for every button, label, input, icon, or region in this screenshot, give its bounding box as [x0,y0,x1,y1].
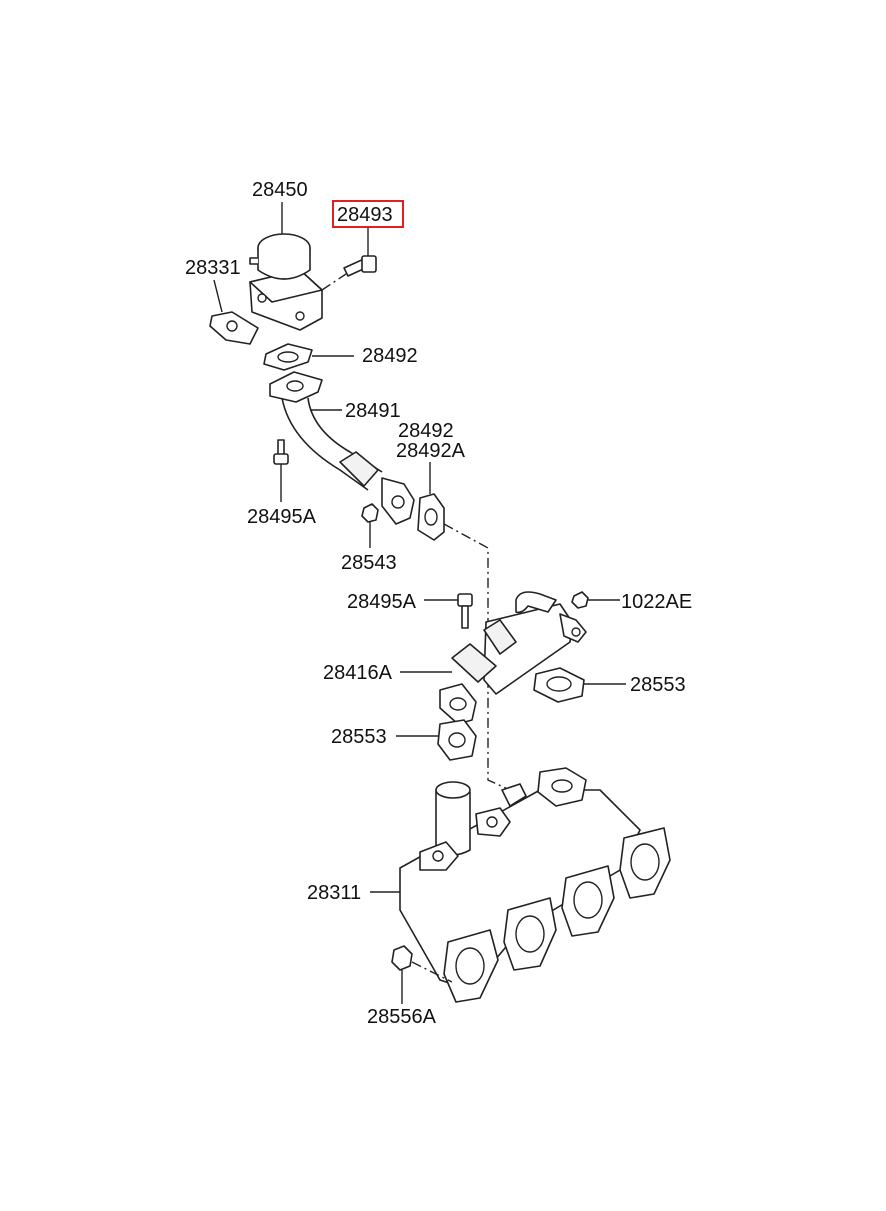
bolt-28493[interactable] [343,255,377,277]
exhaust-manifold-28311[interactable] [399,767,671,1003]
label-28491: 28491 [345,400,401,422]
highlight-box-28493 [332,200,404,228]
label-28553-right: 28553 [630,674,686,696]
label-28493[interactable]: 28493 [337,204,393,226]
gasket-28331[interactable] [209,311,259,345]
label-28495A-mid: 28495A [347,591,417,613]
gasket-28492-top[interactable] [263,343,313,371]
label-28492-mid: 28492 [398,420,454,442]
label-28311: 28311 [307,882,361,904]
gasket-28553-left[interactable] [437,719,477,761]
label-1022AE: 1022AE [621,591,692,613]
bolt-28495A-left[interactable] [273,439,289,465]
label-28450: 28450 [252,179,308,201]
nut-28556A[interactable] [391,945,413,971]
label-28556A: 28556A [367,1006,437,1028]
egr-valve-28450[interactable] [249,233,323,331]
label-28492-top: 28492 [362,345,418,367]
label-28492A: 28492A [396,440,466,462]
label-28331: 28331 [185,257,241,279]
egr-pipe-28491[interactable] [269,371,415,525]
gasket-28553-right[interactable] [533,667,585,703]
label-28553-left: 28553 [331,726,387,748]
label-28416A: 28416A [323,662,393,684]
gasket-28492-28492A[interactable] [417,493,445,541]
nut-1022AE[interactable] [571,591,589,609]
egr-cooler-28416A[interactable] [439,591,587,725]
label-28495A-left: 28495A [247,506,317,528]
bolt-28495A-mid[interactable] [457,593,473,629]
nut-28543[interactable] [361,503,379,523]
label-28543: 28543 [341,552,397,574]
